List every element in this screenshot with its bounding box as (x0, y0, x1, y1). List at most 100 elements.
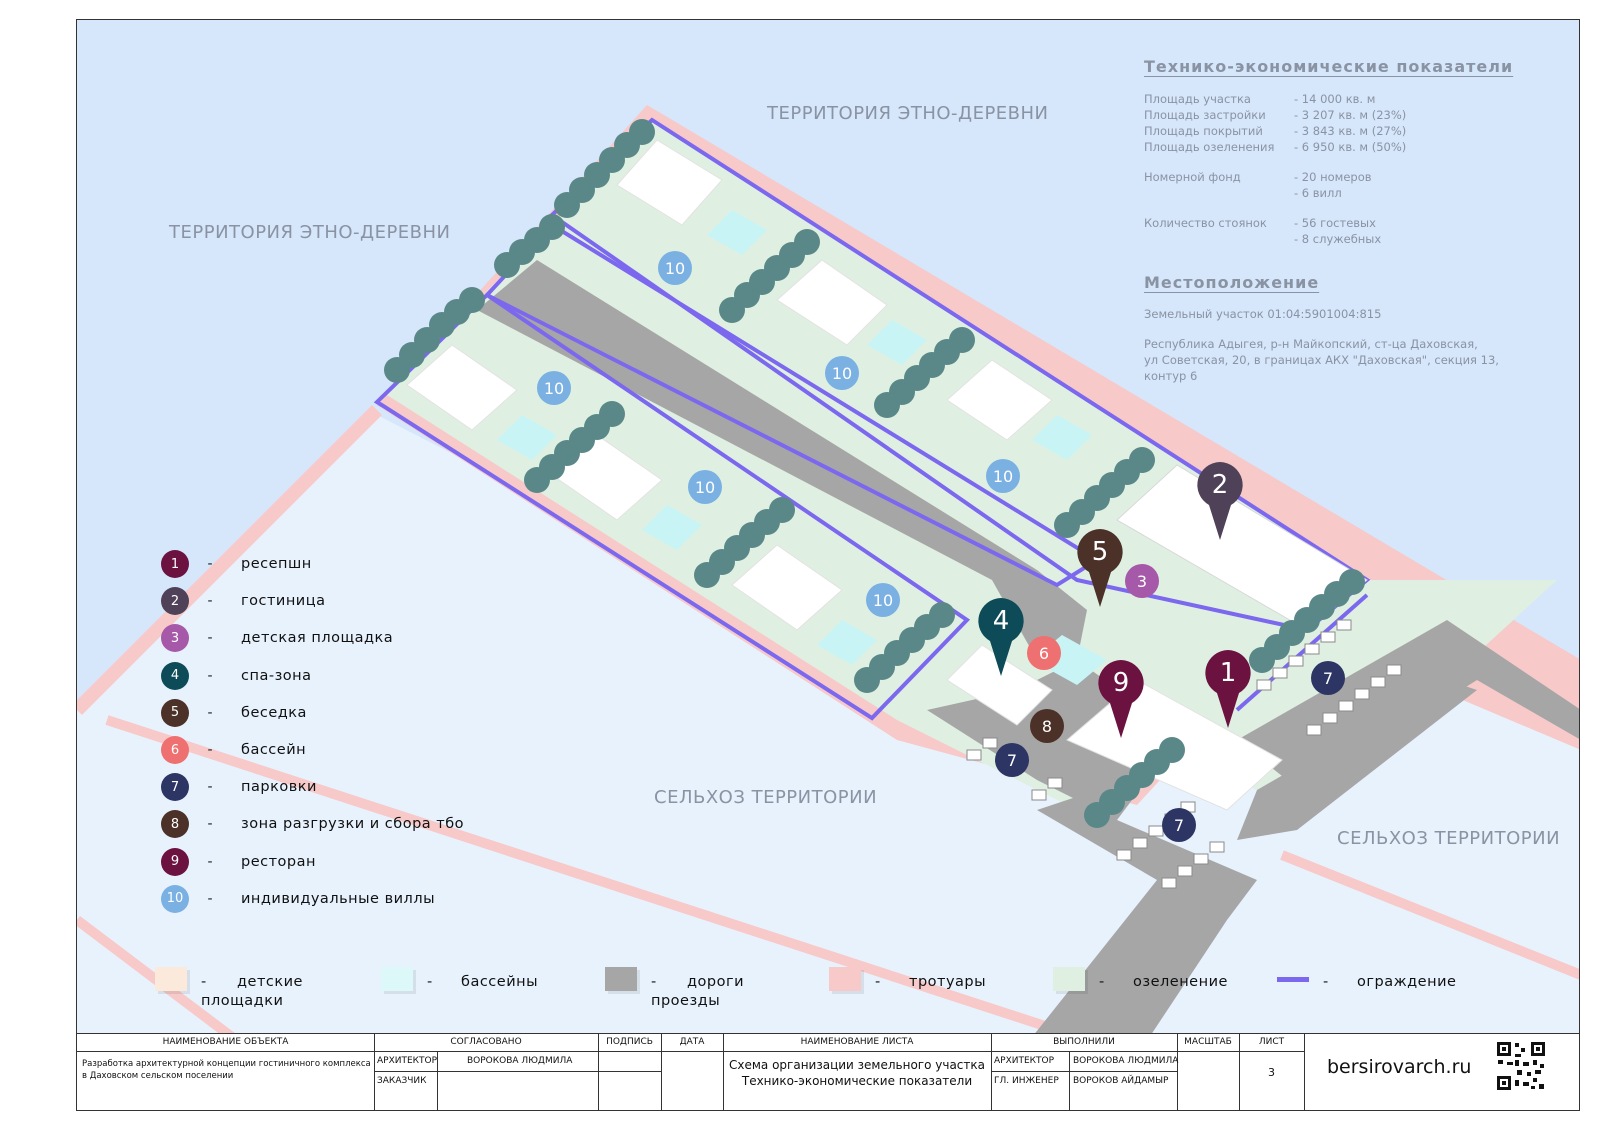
legend-item: 5-беседка (161, 698, 307, 728)
indicators-table: Площадь участка- 14 000 кв. м Площадь за… (1144, 91, 1474, 247)
color-swatch (381, 967, 413, 991)
legend-number-badge: 4 (161, 661, 189, 690)
legend-item: 6 - бассейн (161, 735, 306, 765)
pool (707, 210, 767, 255)
legend-dash: - (1323, 974, 1329, 990)
legend-label: парковки (241, 779, 317, 796)
legend-label: дороги (687, 974, 745, 990)
villa-marker: 10 (866, 583, 900, 617)
spa-building (946, 644, 1053, 726)
legend-item: 10-индивидуальные виллы (161, 884, 435, 914)
agreed-customer-role: ЗАКАЗЧИК (377, 1076, 427, 1086)
legend-label: ресторан (241, 853, 316, 870)
legend-dash: - (201, 974, 207, 990)
location-title: Местоположение (1144, 273, 1320, 292)
object-text: Разработка архитектурной концепции гости… (82, 1059, 371, 1069)
legend-item: 4-спа-зона (161, 661, 312, 691)
pin-number: 4 (992, 606, 1010, 636)
legend-number-badge: 7 (161, 773, 189, 802)
sidewalk-line (1280, 850, 1579, 980)
location-parcel: Земельный участок 01:04:5901004:815 (1144, 307, 1382, 321)
color-swatch (829, 967, 861, 991)
legend-label: бассейны (461, 974, 539, 990)
legend-number-badge: 9 (161, 847, 189, 876)
legend-item: 2-гостиница (161, 586, 326, 616)
indicator-row: Площадь покрытий- 3 843 кв. м (27%) (1144, 124, 1407, 138)
qr-code-icon[interactable] (1495, 1040, 1547, 1092)
legend-label: зона разгрузки и сбора тбо (241, 816, 465, 833)
reception-pin: 1 (1205, 650, 1251, 730)
fence-parking (1235, 593, 1369, 712)
scale-header: МАСШТАБ (1184, 1037, 1232, 1047)
location-address-line: контур 6 (1144, 369, 1198, 383)
pool (642, 505, 702, 550)
green-area (387, 120, 1557, 810)
legend-dash: - (651, 974, 657, 990)
legend-label: ограждение (1357, 974, 1457, 990)
villa-marker: 10 (986, 459, 1020, 493)
gazebo-pin: 5 (1077, 529, 1123, 609)
sheet-name-header: НАИМЕНОВАНИЕ ЛИСТА (800, 1037, 914, 1047)
legend-number-badge: 2 (161, 587, 189, 616)
pin-icon (1098, 660, 1144, 738)
fence-swatch (1277, 977, 1309, 982)
site-plan (77, 105, 1579, 1056)
legend-label: детские (237, 974, 303, 990)
object-text: в Даховском сельском поселении (82, 1071, 234, 1081)
title-block: НАИМЕНОВАНИЕ ОБЪЕКТА Разработка архитект… (77, 1033, 1579, 1110)
villa-building (731, 544, 843, 631)
hotel-building (1116, 464, 1368, 631)
pin-number: 9 (1112, 668, 1130, 698)
pin-number: 2 (1211, 470, 1229, 500)
done-name: ВОРОКОВ АЙДАМЫР (1073, 1076, 1169, 1086)
villa-marker: 10 (537, 371, 571, 405)
villa-building (616, 139, 723, 226)
legend-dash: - (1099, 974, 1105, 990)
pin-number: 5 (1091, 537, 1109, 567)
indicator-row: Площадь участка- 14 000 кв. м (1144, 92, 1376, 106)
done-header: ВЫПОЛНИЛИ (1053, 1037, 1115, 1047)
location-address-line: Республика Адыгея, р-н Майкопский, ст-ца… (1144, 337, 1478, 351)
legend-number-badge: 6 (161, 736, 189, 764)
color-swatch (605, 967, 637, 991)
color-swatch (1053, 967, 1085, 991)
villa-building (776, 259, 888, 346)
legend-label: ресепшн (241, 556, 312, 572)
legend-number-badge: 1 (161, 550, 189, 578)
villa-building (946, 359, 1053, 441)
parking-marker: 7 (1311, 661, 1345, 695)
territory-label-ethno-left: ТЕРРИТОРИЯ ЭТНО-ДЕРЕВНИ (169, 222, 451, 243)
legend-label: бассейн (241, 742, 307, 758)
legend-item: 1-ресепшн (161, 549, 312, 579)
legend-dash: - (207, 630, 213, 647)
legend-item: 8-зона разгрузки и сбора тбо (161, 809, 464, 839)
legend-label: спа-зона (241, 667, 312, 684)
indicator-row: - 6 вилл (1294, 186, 1342, 200)
legend-dash: - (207, 742, 213, 758)
agreed-architect-name: ВОРОКОВА ЛЮДМИЛА (467, 1056, 573, 1066)
agreed-architect-role: АРХИТЕКТОР (377, 1056, 438, 1066)
spa-pin: 4 (978, 598, 1024, 678)
territory-label-agri-right: СЕЛЬХОЗ ТЕРРИТОРИИ (1337, 828, 1561, 849)
indicator-row: Площадь застройки- 3 207 кв. м (23%) (1144, 108, 1407, 122)
pin-icon (978, 598, 1024, 676)
legend-label: детская площадка (241, 630, 394, 647)
unloading-marker: 8 (1030, 709, 1064, 743)
legend-dash: - (427, 974, 433, 990)
villa-building (406, 344, 518, 431)
indicator-row: Площадь озеленения- 6 950 кв. м (50%) (1144, 140, 1407, 154)
website-link[interactable]: bersirovarch.ru (1327, 1056, 1472, 1078)
territory-label-agri-center: СЕЛЬХОЗ ТЕРРИТОРИИ (654, 787, 878, 808)
pin-icon (1077, 529, 1123, 607)
legend-label: индивидуальные виллы (241, 890, 436, 907)
sheet-name: Схема организации земельного участка (729, 1058, 985, 1072)
location-address-line: ул Советская, 20, в границах АКХ "Даховс… (1144, 353, 1499, 367)
pool (497, 415, 557, 460)
sheet-number: 3 (1268, 1066, 1275, 1079)
pin-number: 1 (1219, 658, 1237, 688)
done-name: ВОРОКОВА ЛЮДМИЛА (1073, 1056, 1179, 1066)
playground-marker: 3 (1125, 564, 1159, 598)
legend-dash: - (207, 890, 213, 907)
object-header: НАИМЕНОВАНИЕ ОБЪЕКТА (162, 1037, 289, 1047)
legend-label: беседка (241, 704, 307, 721)
